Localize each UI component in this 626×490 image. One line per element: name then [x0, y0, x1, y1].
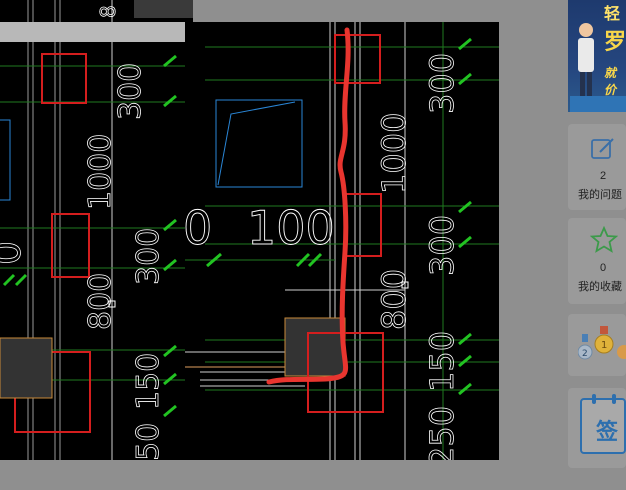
red-rect-2	[344, 193, 382, 257]
promo-banner[interactable]: 轻 罗 就价	[568, 0, 626, 112]
my-favorites-card[interactable]: 0 我的收藏	[568, 218, 626, 304]
dim-front-800: 800	[375, 269, 413, 330]
cad-drawing-front: 0 100 300 1000 300 800 150 250	[185, 22, 499, 460]
dim-front-250: 250	[423, 406, 461, 460]
dim-front-300b: 300	[423, 215, 461, 276]
my-favorites-count: 0	[600, 262, 607, 274]
red-rect-1	[334, 34, 381, 84]
svg-text:1: 1	[601, 340, 607, 351]
cad-canvas-back[interactable]: 300 1000 300 800 150 250 0 8	[0, 0, 193, 480]
banner-top-text: 轻	[604, 4, 621, 23]
window-corner	[134, 0, 193, 18]
pencil-icon	[590, 136, 616, 167]
red-rect-3	[307, 332, 384, 413]
banner-big-text: 罗	[603, 30, 626, 55]
star-icon	[589, 225, 619, 259]
calendar-hook-left	[592, 394, 596, 404]
my-favorites-label: 我的收藏	[578, 281, 622, 293]
banner-person-icon	[570, 23, 626, 112]
medals-card[interactable]: 2 1	[568, 314, 626, 376]
banner-small-text: 就价	[604, 66, 617, 97]
cad-drawing-back: 300 1000 300 800 150 250 0 8	[0, 0, 193, 480]
medal-icons: 2 1	[577, 324, 626, 369]
calendar-hook-right	[612, 394, 616, 404]
my-questions-card[interactable]: 2 我的问题	[568, 124, 626, 210]
hand-drawn-annotation	[266, 27, 351, 385]
dim-front-100: 100	[247, 201, 335, 255]
dim-back-300a: 300	[113, 63, 148, 120]
bottom-background	[0, 460, 626, 490]
svg-text:2: 2	[582, 349, 588, 359]
dim-back-150: 150	[131, 353, 166, 410]
blue-outline-rect	[215, 99, 303, 188]
dim-front-1000: 1000	[375, 113, 413, 194]
my-questions-count: 2	[600, 170, 607, 182]
dim-front-150: 150	[423, 331, 461, 392]
dim-back-800: 800	[83, 273, 118, 330]
cad-canvas-front[interactable]: 0 100 300 1000 300 800 150 250	[185, 22, 499, 460]
dim-back-1000: 1000	[83, 134, 118, 210]
dim-back-zero: 0	[0, 241, 29, 265]
window-strip	[0, 22, 186, 42]
sign-in-calendar-icon[interactable]: 签	[580, 394, 626, 454]
dim-front-0: 0	[185, 201, 212, 255]
dim-back-top: 8	[96, 5, 120, 18]
dim-front-300a: 300	[423, 53, 461, 114]
my-questions-label: 我的问题	[578, 189, 622, 201]
dim-back-300b: 300	[131, 228, 166, 285]
sign-in-label: 签	[596, 420, 619, 445]
